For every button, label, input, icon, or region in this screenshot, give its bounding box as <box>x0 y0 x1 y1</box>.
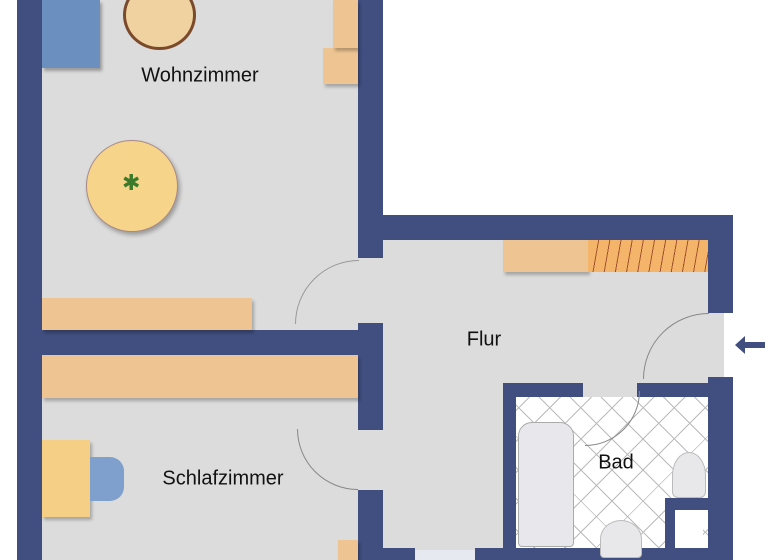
room-label-hall: Flur <box>466 328 502 351</box>
wall <box>665 498 675 560</box>
coat-rack <box>588 240 708 272</box>
wall <box>503 383 516 560</box>
plant: ✱ <box>122 170 141 195</box>
arrow-left-icon <box>733 333 767 357</box>
wall <box>637 383 708 397</box>
wardrobe-bedroom <box>42 355 358 398</box>
wall <box>665 498 708 510</box>
room-label-bath: Bad <box>598 451 634 474</box>
wall <box>475 548 708 560</box>
office-chair <box>90 457 124 501</box>
room-label-living: Wohnzimmer <box>141 64 259 87</box>
wardrobe-hall <box>503 240 588 272</box>
bathtub <box>518 422 574 547</box>
wall <box>383 548 415 560</box>
wall <box>42 330 383 355</box>
wall <box>708 377 733 560</box>
wall <box>358 215 733 240</box>
entrance-floor <box>708 313 724 377</box>
sofa <box>42 0 100 68</box>
shaft <box>675 510 703 550</box>
desk <box>42 440 90 517</box>
wall <box>708 215 733 313</box>
wall <box>358 490 383 560</box>
dining-table <box>86 140 178 232</box>
shelf-tall <box>333 0 358 48</box>
wall <box>17 0 42 560</box>
wall <box>358 323 383 430</box>
toilet <box>672 452 706 498</box>
sink <box>600 520 642 558</box>
shelf <box>323 48 358 84</box>
shelf-bedroom <box>338 540 358 560</box>
wall <box>503 383 583 397</box>
window <box>415 550 475 560</box>
room-label-bedroom: Schlafzimmer <box>162 467 284 490</box>
wardrobe-living <box>42 298 252 330</box>
